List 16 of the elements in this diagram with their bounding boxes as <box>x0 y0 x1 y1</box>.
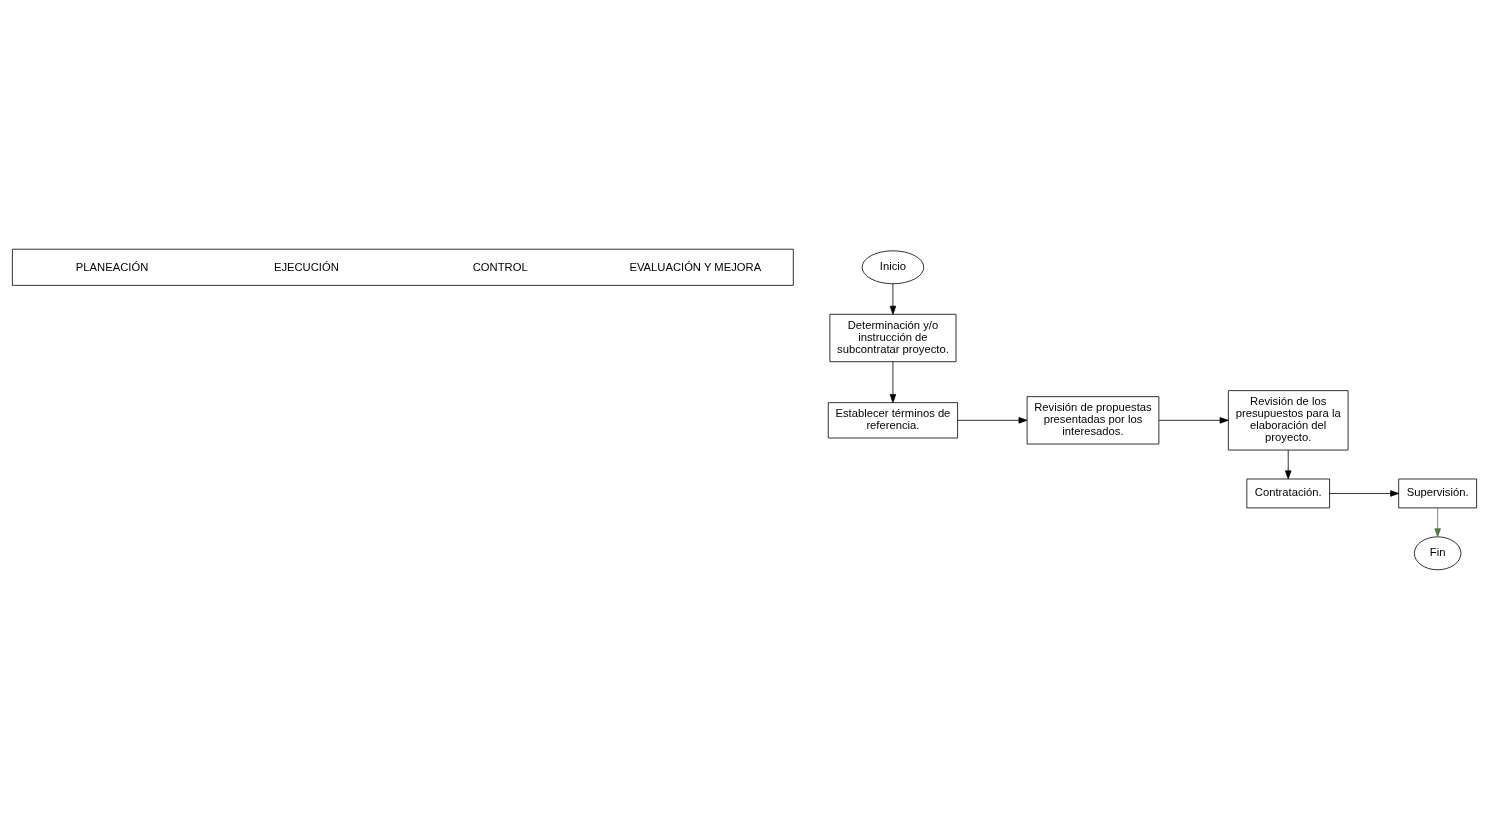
node-box: Establecer términos de referencia. <box>827 401 958 438</box>
node-box: Determinación y/o instrucción de subcontratar proyecto. <box>829 313 957 362</box>
arrow <box>889 360 897 403</box>
arrow <box>889 282 897 315</box>
node-ellipse: Fin <box>1413 535 1462 570</box>
node-box: Revisión de propuestas presentadas por los interesados. <box>1026 395 1160 444</box>
arrow <box>1285 449 1292 479</box>
node-ellipse: Inicio <box>861 249 925 284</box>
arrow <box>1434 507 1441 537</box>
node-box: Revisión de los presupuestos para la elaboración del proyecto. <box>1227 389 1349 450</box>
node-box: Supervisión. <box>1398 478 1477 508</box>
node-box: PLANEACIÓN EJECUCIÓN CONTROL EVALUACIÓN Y MEJORA <box>12 248 794 286</box>
arrow <box>1329 489 1400 497</box>
node-box: Contratación. <box>1246 478 1330 508</box>
arrow <box>957 416 1028 424</box>
arrow <box>1158 416 1229 424</box>
